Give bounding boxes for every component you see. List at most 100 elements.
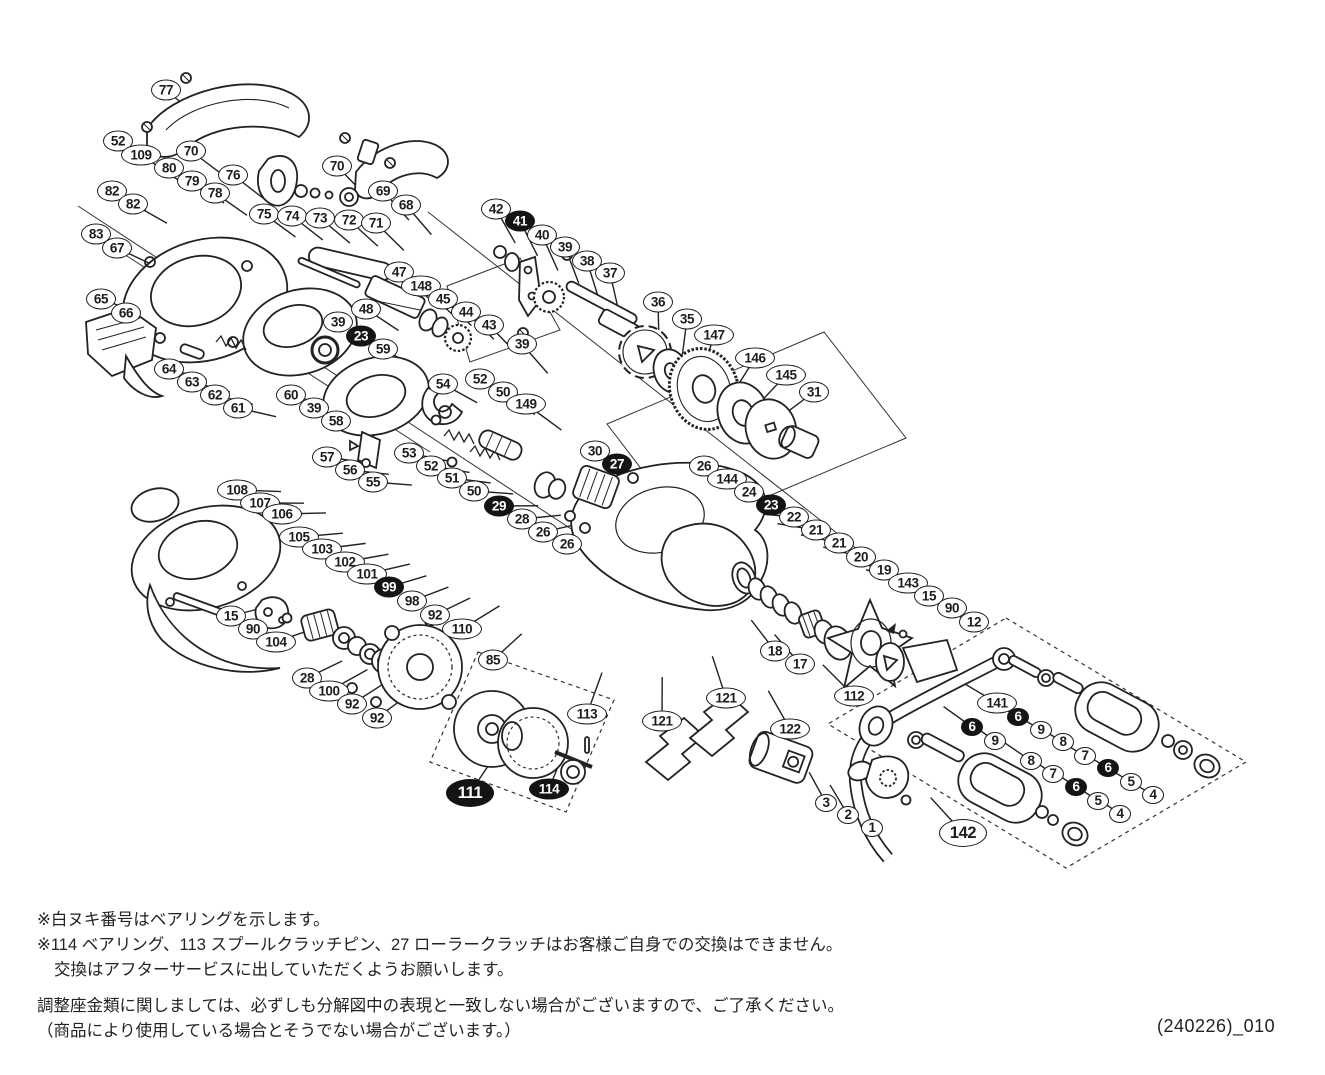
callout-82: 82 — [118, 193, 148, 215]
callout-15: 15 — [216, 605, 246, 627]
callout-122: 122 — [770, 718, 810, 740]
callout-58: 58 — [321, 410, 351, 432]
callout-5: 5 — [1087, 792, 1109, 810]
callout-146: 146 — [735, 347, 775, 369]
callout-12: 12 — [959, 611, 989, 633]
callout-73: 73 — [305, 207, 335, 229]
callout-21: 21 — [824, 532, 854, 554]
callout-40: 40 — [527, 224, 557, 246]
callout-55: 55 — [358, 471, 388, 493]
callout-39: 39 — [299, 397, 329, 419]
callout-7: 7 — [1042, 765, 1064, 783]
reel-parts — [85, 72, 1221, 863]
callout-149: 149 — [506, 393, 546, 415]
callout-104: 104 — [256, 631, 296, 653]
note-no-self-replace: ※114 ベアリング、113 スプールクラッチピン、27 ローラークラッチはお客… — [37, 936, 843, 954]
callout-110: 110 — [442, 618, 482, 640]
callout-53: 53 — [394, 442, 424, 464]
callout-7: 7 — [1074, 747, 1096, 765]
callout-38: 38 — [572, 250, 602, 272]
callout-22: 22 — [779, 506, 809, 528]
callout-39: 39 — [507, 333, 537, 355]
callout-5: 5 — [1120, 773, 1142, 791]
note-bearing-legend: ※白ヌキ番号はベアリングを示します。 — [37, 911, 330, 929]
callout-105: 105 — [279, 526, 319, 548]
callout-4: 4 — [1109, 805, 1131, 823]
callout-90: 90 — [937, 597, 967, 619]
callout-141: 141 — [977, 692, 1017, 714]
callout-51: 51 — [437, 467, 467, 489]
callout-72: 72 — [334, 209, 364, 231]
callout-57: 57 — [312, 446, 342, 468]
callout-111: 111 — [446, 779, 494, 807]
callout-61: 61 — [223, 397, 253, 419]
callout-85: 85 — [478, 649, 508, 671]
callout-3: 3 — [815, 794, 837, 812]
callout-6: 6 — [1007, 708, 1029, 726]
callout-113: 113 — [567, 703, 607, 725]
callout-4: 4 — [1142, 786, 1164, 804]
callout-2: 2 — [837, 806, 859, 824]
callout-15: 15 — [914, 585, 944, 607]
callout-8: 8 — [1052, 733, 1074, 751]
callout-76: 76 — [218, 164, 248, 186]
callout-54: 54 — [428, 373, 458, 395]
callout-35: 35 — [672, 308, 702, 330]
callout-63: 63 — [177, 371, 207, 393]
callout-71: 71 — [361, 212, 391, 234]
callout-21: 21 — [801, 519, 831, 541]
callout-29: 29 — [484, 495, 514, 517]
callout-99: 99 — [374, 576, 404, 598]
callout-100: 100 — [309, 680, 349, 702]
callout-68: 68 — [391, 194, 421, 216]
callout-39: 39 — [550, 236, 580, 258]
callout-20: 20 — [846, 546, 876, 568]
callout-65: 65 — [86, 288, 116, 310]
callout-62: 62 — [200, 384, 230, 406]
callout-52: 52 — [465, 368, 495, 390]
callout-69: 69 — [368, 180, 398, 202]
callout-79: 79 — [177, 170, 207, 192]
callout-70: 70 — [176, 140, 206, 162]
callout-24: 24 — [734, 481, 764, 503]
note-washer-disclaimer-2: （商品により使用している場合とそうでない場合がございます。） — [37, 1022, 521, 1040]
callout-48: 48 — [351, 298, 381, 320]
callout-27: 27 — [602, 453, 632, 475]
footnotes: ※白ヌキ番号はベアリングを示します。 ※114 ベアリング、113 スプールクラ… — [37, 908, 844, 1044]
callout-9: 9 — [1030, 721, 1052, 739]
callout-78: 78 — [200, 182, 230, 204]
callout-8: 8 — [1020, 752, 1042, 770]
callout-98: 98 — [397, 590, 427, 612]
callout-26: 26 — [528, 521, 558, 543]
note-after-service: 交換はアフターサービスに出していただくようお願いします。 — [54, 961, 514, 979]
callout-70: 70 — [322, 155, 352, 177]
callout-17: 17 — [785, 653, 815, 675]
callout-9: 9 — [984, 732, 1006, 750]
callout-60: 60 — [276, 384, 306, 406]
callout-109: 109 — [121, 144, 161, 166]
callout-74: 74 — [277, 205, 307, 227]
callout-50: 50 — [459, 480, 489, 502]
callout-23: 23 — [756, 494, 786, 516]
callout-45: 45 — [428, 288, 458, 310]
callout-6: 6 — [1065, 778, 1087, 796]
callout-145: 145 — [766, 364, 806, 386]
callout-23: 23 — [346, 325, 376, 347]
callout-52: 52 — [103, 130, 133, 152]
callout-75: 75 — [249, 203, 279, 225]
callout-82: 82 — [97, 180, 127, 202]
callout-83: 83 — [81, 223, 111, 245]
callout-92: 92 — [420, 604, 450, 626]
callout-47: 47 — [384, 261, 414, 283]
callout-37: 37 — [595, 262, 625, 284]
callout-6: 6 — [1097, 759, 1119, 777]
note-washer-disclaimer: 調整座金類に関しましては、必ずしも分解図中の表現と一致しない場合がございますので… — [37, 997, 845, 1015]
callout-1: 1 — [861, 819, 883, 837]
callout-36: 36 — [643, 291, 673, 313]
callout-56: 56 — [335, 459, 365, 481]
callout-106: 106 — [262, 503, 302, 525]
callout-26: 26 — [552, 533, 582, 555]
